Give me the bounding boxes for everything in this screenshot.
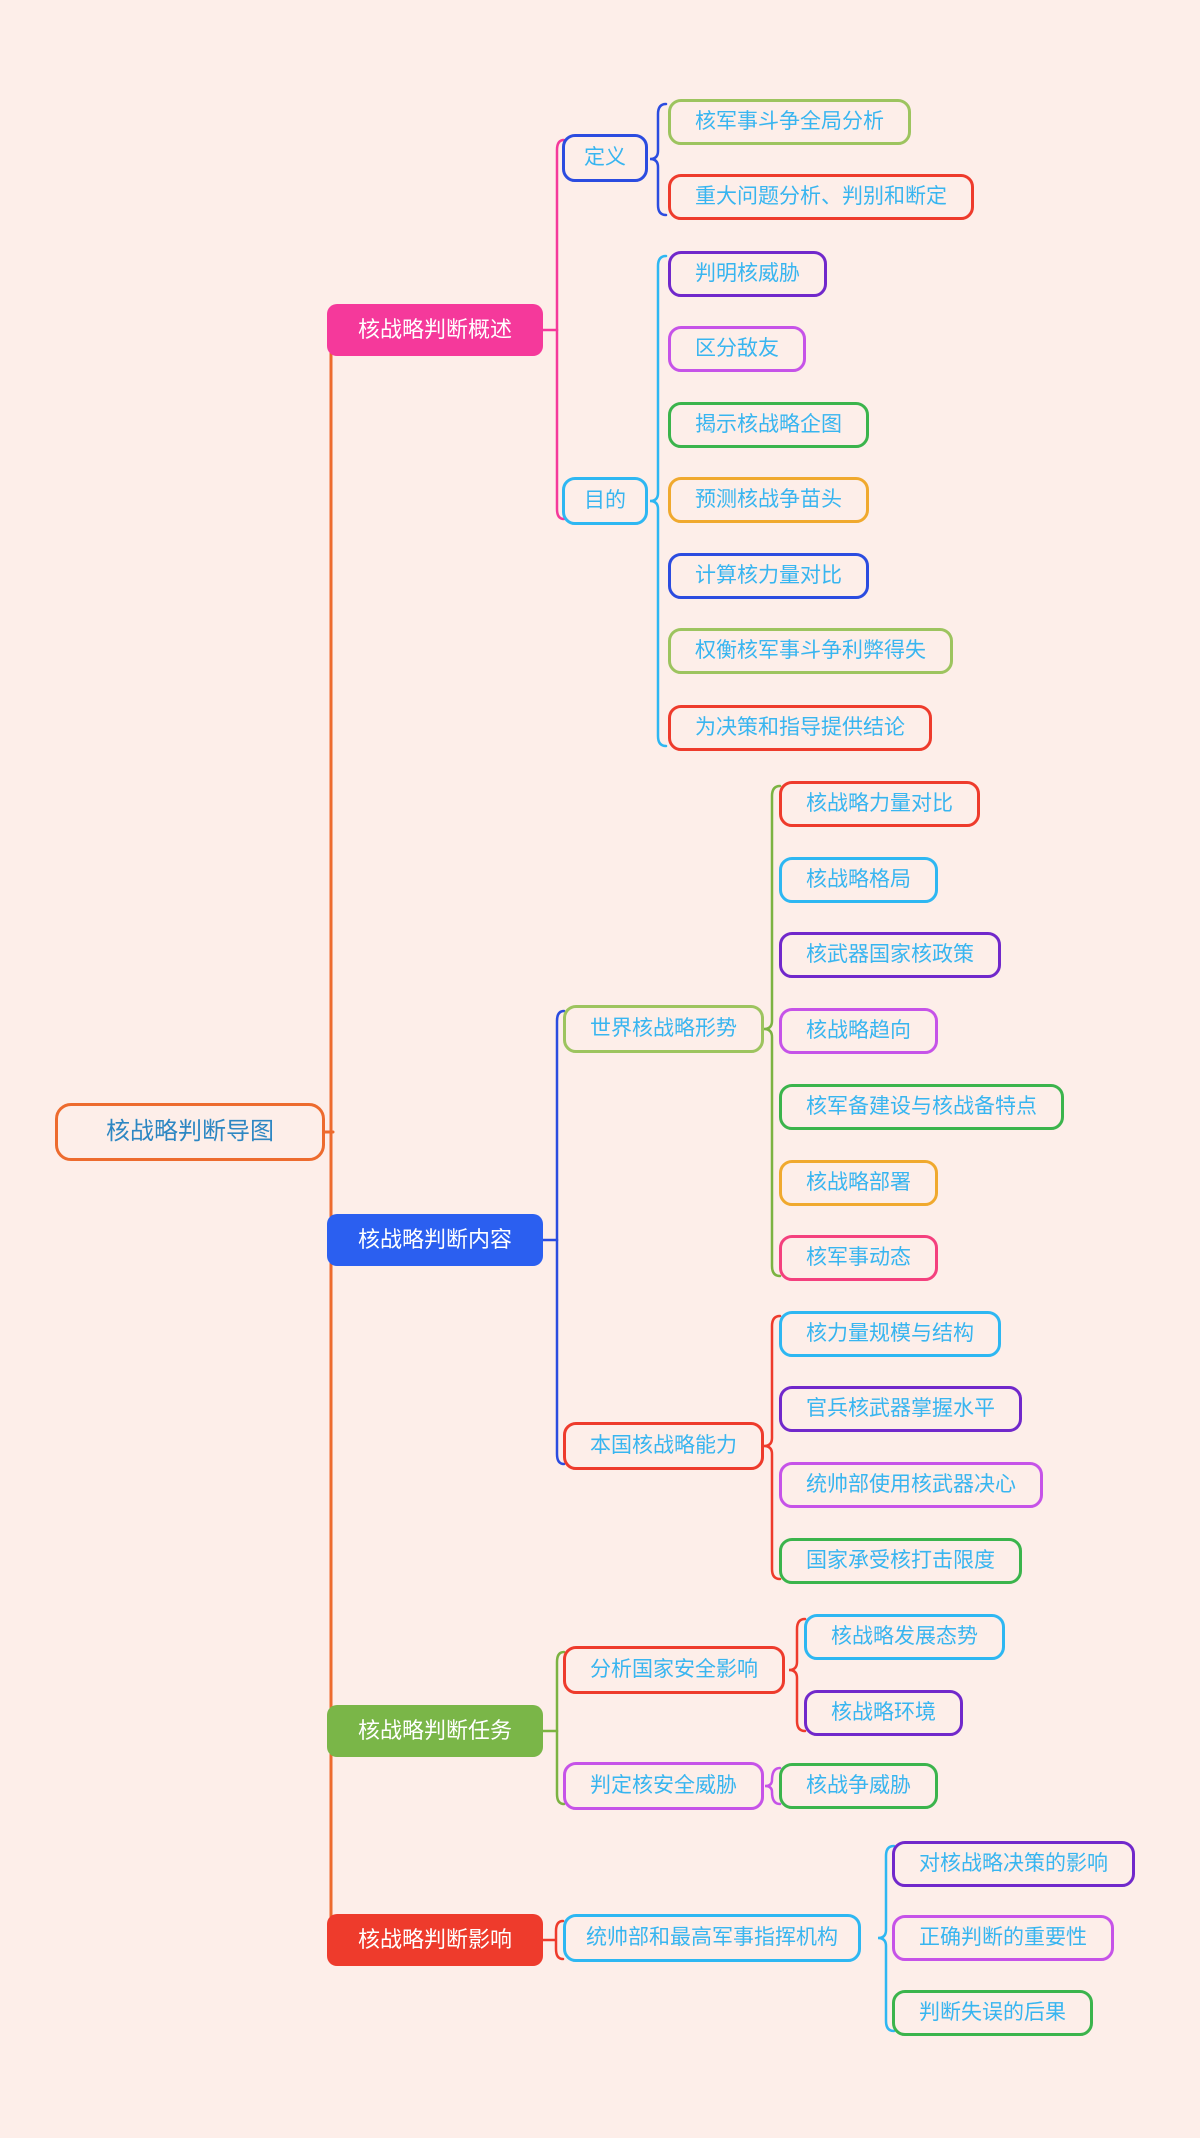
node-definition[interactable]: 定义 xyxy=(562,134,648,182)
node-determine-threat[interactable]: 判定核安全威胁 xyxy=(563,1762,764,1810)
root-node[interactable]: 核战略判断导图 xyxy=(55,1103,325,1161)
connector-overview-bracket xyxy=(555,138,566,521)
leaf-command-resolve[interactable]: 统帅部使用核武器决心 xyxy=(779,1462,1043,1508)
connector-threat-brace xyxy=(764,1766,782,1806)
connector-influence-bracket xyxy=(554,1919,565,1961)
node-analyze-security-impact[interactable]: 分析国家安全影响 xyxy=(563,1646,785,1694)
connector-definition-brace xyxy=(649,102,668,217)
leaf-troops-mastery[interactable]: 官兵核武器掌握水平 xyxy=(779,1386,1022,1432)
connector-content-bracket xyxy=(555,1009,566,1466)
leaf-identify-nuclear-threat[interactable]: 判明核威胁 xyxy=(668,251,827,297)
connector-purpose-brace xyxy=(649,254,668,748)
leaf-weigh-pros-cons[interactable]: 权衡核军事斗争利弊得失 xyxy=(668,628,953,674)
leaf-development-posture[interactable]: 核战略发展态势 xyxy=(804,1614,1005,1660)
leaf-force-scale-structure[interactable]: 核力量规模与结构 xyxy=(779,1311,1001,1357)
leaf-strategic-environment[interactable]: 核战略环境 xyxy=(804,1690,963,1736)
leaf-armament-readiness[interactable]: 核军备建设与核战备特点 xyxy=(779,1084,1064,1130)
node-purpose[interactable]: 目的 xyxy=(562,477,648,525)
leaf-military-dynamics[interactable]: 核军事动态 xyxy=(779,1235,938,1281)
connector-tasks-bracket xyxy=(555,1650,566,1806)
leaf-distinguish-friend-foe[interactable]: 区分敌友 xyxy=(668,326,806,372)
connector-own-capability-brace xyxy=(763,1314,782,1581)
leaf-strike-tolerance[interactable]: 国家承受核打击限度 xyxy=(779,1538,1022,1584)
connector-world-brace xyxy=(763,784,782,1278)
branch-content[interactable]: 核战略判断内容 xyxy=(327,1214,544,1266)
leaf-strategic-force-ratio[interactable]: 核战略力量对比 xyxy=(779,781,980,827)
leaf-reveal-strategic-intent[interactable]: 揭示核战略企图 xyxy=(668,402,869,448)
leaf-strategic-deployment[interactable]: 核战略部署 xyxy=(779,1160,938,1206)
connector-security-impact-brace xyxy=(788,1617,807,1733)
leaf-decision-impact[interactable]: 对核战略决策的影响 xyxy=(892,1841,1135,1887)
leaf-nuclear-states-policy[interactable]: 核武器国家核政策 xyxy=(779,932,1001,978)
branch-overview[interactable]: 核战略判断概述 xyxy=(327,304,544,356)
node-supreme-command[interactable]: 统帅部和最高军事指挥机构 xyxy=(563,1914,861,1962)
leaf-major-issue-judgment[interactable]: 重大问题分析、判别和断定 xyxy=(668,174,974,220)
leaf-predict-war-signs[interactable]: 预测核战争苗头 xyxy=(668,477,869,523)
leaf-calculate-force-ratio[interactable]: 计算核力量对比 xyxy=(668,553,869,599)
leaf-provide-conclusions[interactable]: 为决策和指导提供结论 xyxy=(668,705,932,751)
leaf-correct-judgment-importance[interactable]: 正确判断的重要性 xyxy=(892,1915,1114,1961)
leaf-misjudgment-consequences[interactable]: 判断失误的后果 xyxy=(892,1990,1093,2036)
leaf-strategic-trend[interactable]: 核战略趋向 xyxy=(779,1008,938,1054)
branch-tasks[interactable]: 核战略判断任务 xyxy=(327,1705,544,1757)
branch-influence[interactable]: 核战略判断影响 xyxy=(327,1914,544,1966)
node-own-capability[interactable]: 本国核战略能力 xyxy=(563,1422,764,1470)
connector-supreme-command-brace xyxy=(877,1844,896,2033)
connector-spine xyxy=(329,328,342,1942)
leaf-strategic-pattern[interactable]: 核战略格局 xyxy=(779,857,938,903)
leaf-global-analysis[interactable]: 核军事斗争全局分析 xyxy=(668,99,911,145)
leaf-war-threat[interactable]: 核战争威胁 xyxy=(779,1763,938,1809)
node-world-situation[interactable]: 世界核战略形势 xyxy=(563,1005,764,1053)
